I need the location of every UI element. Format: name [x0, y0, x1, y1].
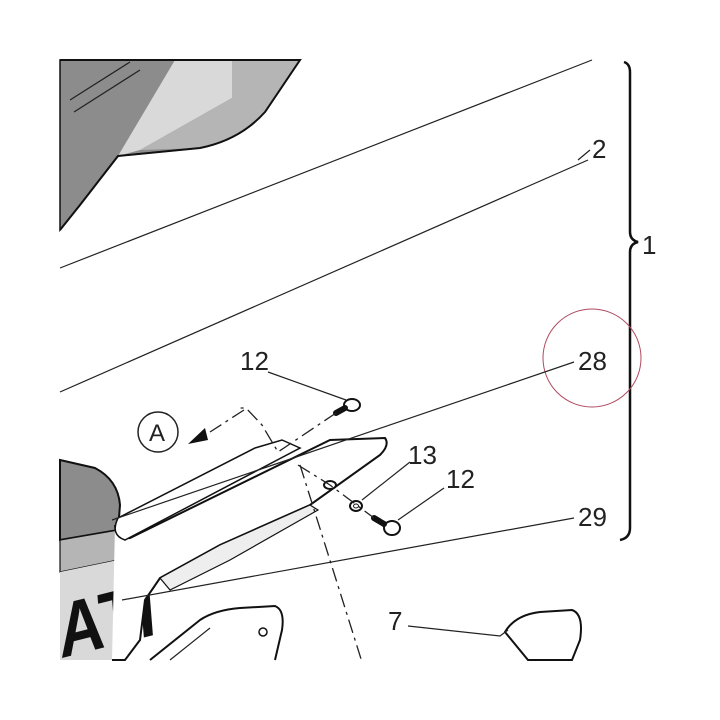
view-a-label: A — [149, 420, 165, 447]
callout-28: 28 — [578, 346, 607, 376]
upper-fairing-panel — [59, 59, 302, 233]
leader-12b — [397, 487, 445, 521]
callout-1: 1 — [642, 230, 656, 260]
axis-vertical — [299, 464, 363, 663]
axis-view-arrow — [209, 409, 245, 433]
callout-12-upper: 12 — [240, 346, 269, 376]
group-bracket — [619, 60, 639, 542]
screw-lower — [371, 515, 401, 536]
view-a-circle — [137, 411, 179, 453]
leader-2 — [577, 149, 591, 161]
leader-13 — [361, 461, 411, 501]
leader-28 — [111, 361, 575, 521]
screw-upper — [333, 398, 361, 416]
callout-12-lower: 12 — [446, 464, 475, 494]
highlight-circle — [542, 308, 642, 408]
axis-lower — [297, 464, 375, 519]
callout-13: 13 — [408, 440, 437, 470]
part-7-panel — [503, 608, 582, 661]
side-bracket-part — [112, 436, 388, 661]
axis-screw-upper — [240, 407, 337, 453]
edge-line-lower — [59, 159, 589, 393]
lower-center-panel — [149, 604, 284, 661]
view-arrow-head — [188, 428, 208, 444]
leader-7 — [407, 625, 509, 637]
callout-2: 2 — [592, 134, 606, 164]
callout-29: 29 — [578, 502, 607, 532]
callout-7: 7 — [388, 606, 402, 636]
washer — [349, 500, 363, 512]
leader-29 — [121, 517, 575, 601]
leader-12a — [267, 371, 347, 401]
edge-line-upper — [59, 59, 593, 269]
